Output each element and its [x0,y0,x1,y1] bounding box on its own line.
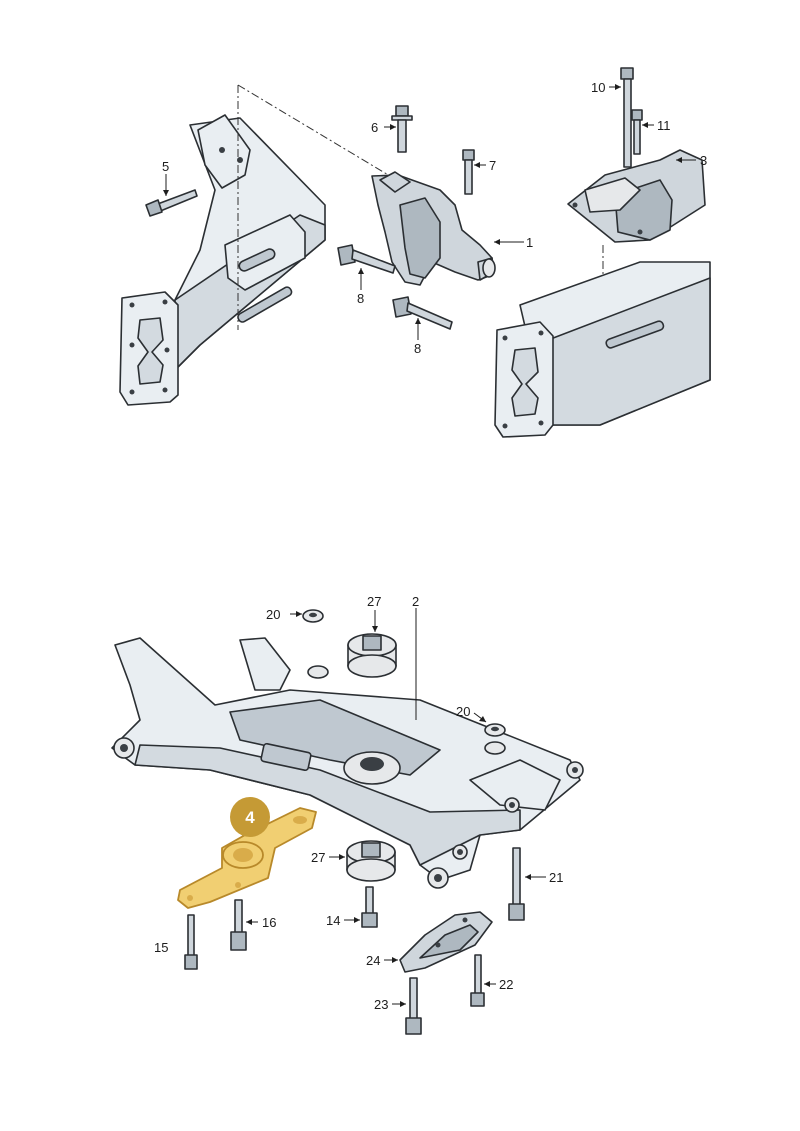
bolt-15 [184,914,198,970]
bushing-27-upper [347,633,397,678]
bolt-5 [145,189,198,217]
callout-8-lower: 8 [414,341,421,356]
callout-11: 11 [657,118,671,133]
bracket-24 [399,911,493,973]
bolt-11 [631,109,643,155]
callout-6: 6 [371,120,378,135]
callout-24: 24 [366,953,380,968]
callout-10: 10 [591,80,605,95]
callout-labels: 1 2 3 5 6 7 8 8 10 11 14 15 16 20 20 21 … [154,80,707,1012]
bolt-14 [361,886,378,928]
pendulum-support-4 [177,807,317,909]
callout-27-lower: 27 [311,850,325,865]
callout-3: 3 [700,153,707,168]
bushing-27-lower [346,840,396,882]
callout-badge-4: 4 [230,797,270,837]
bolt-16 [230,899,247,951]
leader-lines [163,84,696,1007]
engine-mount-1 [371,171,496,286]
bolt-7 [462,149,475,195]
callout-14: 14 [326,913,340,928]
callout-7: 7 [489,158,496,173]
callout-1: 1 [526,235,533,250]
bolt-8-upper [337,244,396,274]
callout-8-upper: 8 [357,291,364,306]
callout-20-right: 20 [456,704,470,719]
bolt-23 [405,977,422,1035]
callout-2: 2 [412,594,419,609]
subframe-2 [111,637,584,889]
bolt-8-lower [392,296,453,330]
left-chassis-rail [119,114,326,406]
callout-16: 16 [262,915,276,930]
callout-15: 15 [154,940,168,955]
bolt-10 [620,67,634,168]
callout-27-upper: 27 [367,594,381,609]
callout-5: 5 [162,159,169,174]
callout-20-left: 20 [266,607,280,622]
bolt-21 [508,847,525,921]
gearbox-mount-3 [567,149,706,243]
callout-21: 21 [549,870,563,885]
bolt-6 [391,105,413,153]
callout-23: 23 [374,997,388,1012]
callout-4: 4 [245,808,255,827]
bolt-22 [470,954,485,1007]
callout-22: 22 [499,977,513,992]
washer-20-left [302,609,324,623]
right-chassis-rail [494,261,711,438]
alignment-line-top-left [237,84,401,330]
washer-20-right [484,723,506,737]
